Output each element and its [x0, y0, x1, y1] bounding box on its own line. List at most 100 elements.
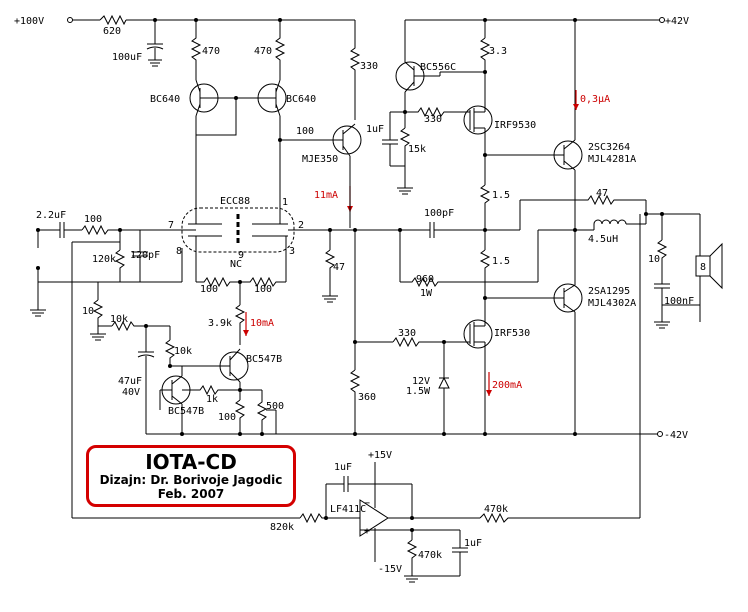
rail-plus100: [67, 14, 355, 26]
pin9-label: 9: [238, 250, 244, 261]
q-irf9530: [382, 100, 493, 195]
r330-top-label: 330: [360, 61, 378, 72]
pin1-label: 1: [282, 197, 288, 208]
plus100-label: +100V: [14, 16, 44, 27]
r3-9k-label: 3.9k: [208, 318, 232, 329]
bc640b-label: BC640: [286, 94, 316, 105]
r330-top: [349, 20, 361, 120]
c100u-label: 100uF: [112, 52, 142, 63]
q-out-npn: [553, 139, 583, 285]
svg-text:−: −: [364, 498, 370, 509]
r470a-label: 470: [202, 46, 220, 57]
bias-string: [479, 153, 560, 310]
q-mje350: [325, 123, 362, 180]
bc547a-label: BC547B: [246, 354, 282, 365]
r10-z-label: 10: [648, 254, 660, 265]
input-network: [30, 222, 196, 518]
c47u-v-label: 40V: [122, 387, 140, 398]
mjl2-label: MJL4302A: [588, 298, 636, 309]
r470a: [190, 20, 202, 80]
r500-label: 500: [266, 401, 284, 412]
q-bc640a: [189, 79, 236, 135]
c100p-label: 100pF: [424, 208, 454, 219]
title-text: IOTA-CD: [145, 450, 237, 474]
r1-5a-label: 1.5: [492, 190, 510, 201]
pin7-label: 7: [168, 220, 174, 231]
r-in-label: 100: [84, 214, 102, 225]
r330-bot-label: 330: [398, 328, 416, 339]
q-out-pnp: [553, 283, 583, 434]
output-network: [575, 200, 723, 329]
bc640a-label: BC640: [150, 94, 180, 105]
minus15-label: -15V: [378, 564, 402, 575]
pin8-label: 8: [176, 246, 182, 257]
plus15-label: +15V: [368, 450, 392, 461]
mje350-label: MJE350: [302, 154, 338, 165]
pin-nc-label: NC: [230, 259, 242, 270]
q-irf530: [463, 310, 493, 434]
title-box: IOTA-CD Dizajn: Dr. Borivoje Jagodic Feb…: [86, 445, 296, 507]
bc547b-label: BC547B: [168, 406, 204, 417]
l45-label: 4.5uH: [588, 234, 618, 245]
q-bc556c: [395, 61, 487, 112]
r10k-a-label: 10k: [110, 314, 128, 325]
r820k-label: 820k: [270, 522, 294, 533]
r10k-b-label: 10k: [174, 346, 192, 357]
c100u-cap: [146, 20, 164, 67]
opamp-label: LF411C: [330, 504, 366, 515]
current-source: [98, 320, 277, 435]
r330-p-label: 330: [424, 114, 442, 125]
svg-text:+: +: [364, 526, 370, 537]
r100-mje-label: 100: [296, 126, 314, 137]
r1k-label: 1k: [206, 394, 218, 405]
i-03ua-label: 0,3µA: [580, 94, 610, 105]
r100-k2-label: 100: [254, 284, 272, 295]
r470b: [274, 20, 286, 80]
r100-e-label: 100: [218, 412, 236, 423]
i-10ma-label: 10mA: [250, 318, 274, 329]
designer-text: Dizajn: Dr. Borivoje Jagodic: [99, 473, 283, 487]
r47-out-label: 47: [596, 188, 608, 199]
r470k-b-label: 470k: [418, 550, 442, 561]
c1uf-label: 1uF: [366, 124, 384, 135]
r47-grid-label: 47: [333, 262, 345, 273]
dc-servo: − +: [72, 214, 641, 583]
c-in-label: 2.2uF: [36, 210, 66, 221]
bc556c-label: BC556C: [420, 62, 456, 73]
pin2-label: 2: [298, 220, 304, 231]
r470k-a-label: 470k: [484, 504, 508, 515]
r960-label: 960: [416, 274, 434, 285]
rail-plus42: [404, 17, 665, 140]
tube-label: ECC88: [220, 196, 250, 207]
z12v-label: 12V: [412, 376, 430, 387]
i-200ma-label: 200mA: [492, 380, 522, 391]
q-bc640b: [236, 79, 287, 200]
r470b-label: 470: [254, 46, 272, 57]
speaker-label: 8: [700, 262, 706, 273]
pin3-label: 3: [289, 246, 295, 257]
cathode-network: [195, 236, 287, 345]
plus42-label: +42V: [665, 16, 689, 27]
i-11ma-label: 11mA: [314, 190, 338, 201]
2sc-label: 2SC3264: [588, 142, 630, 153]
irf530-label: IRF530: [494, 328, 530, 339]
r100-k1-label: 100: [200, 284, 218, 295]
r960-w-label: 1W: [420, 288, 433, 299]
r360-label: 360: [358, 392, 376, 403]
feedback-network: [398, 194, 646, 288]
c47u-label: 47uF: [118, 376, 142, 387]
minus42-label: -42V: [664, 430, 688, 441]
c1uf-op-label: 1uF: [464, 538, 482, 549]
c120p-label: 120pF: [130, 250, 160, 261]
tube-ecc88: [181, 200, 295, 253]
r120k-label: 120k: [92, 254, 116, 265]
mjl1-label: MJL4281A: [588, 154, 636, 165]
date-text: Feb. 2007: [157, 487, 225, 501]
c1uf-fb-label: 1uF: [334, 462, 352, 473]
r3-3-label: 3.3: [489, 46, 507, 57]
2sa-label: 2SA1295: [588, 286, 630, 297]
r15k-label: 15k: [408, 144, 426, 155]
r620-label: 620: [103, 26, 121, 37]
stage2-wiring: [288, 228, 470, 434]
